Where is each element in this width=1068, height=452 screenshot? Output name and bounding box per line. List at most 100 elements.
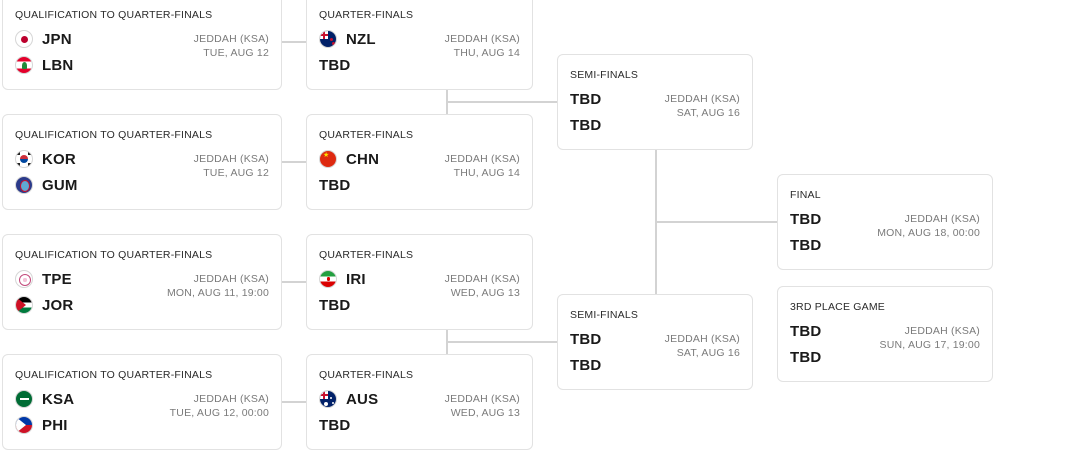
match-venue: JEDDAH (KSA) [904,325,980,337]
match-stage-label: 3RD PLACE GAME [790,301,885,313]
bracket-connector [282,161,306,163]
match-meta: JEDDAH (KSA) MON, AUG 11, 19:00 [167,272,269,300]
team-row: AUS [319,389,378,409]
team-row: TBD [790,321,821,341]
match-meta: JEDDAH (KSA) SUN, AUG 17, 19:00 [880,324,980,352]
team-row: TBD [319,175,350,195]
match-date: SUN, AUG 17, 19:00 [879,339,980,351]
team-row: PHI [15,415,68,435]
team-row: KOR [15,149,76,169]
team-code: TBD [319,176,351,194]
team-code: TBD [570,116,602,134]
match-card-qualification-1[interactable]: QUALIFICATION TO QUARTER-FINALS JPN LBN … [2,0,282,90]
match-stage-label: SEMI-FINALS [570,309,639,321]
match-date: SAT, AUG 16 [676,107,740,119]
team-row: GUM [15,175,78,195]
team-code: LBN [42,56,74,74]
match-venue: JEDDAH (KSA) [444,33,520,45]
team-row: TBD [570,329,601,349]
match-card-quarter-final-2[interactable]: QUARTER-FINALS CHN TBD JEDDAH (KSA) THU,… [306,114,533,210]
korea-flag-icon [15,150,33,168]
team-row: JPN [15,29,72,49]
team-row: TBD [790,235,821,255]
match-meta: JEDDAH (KSA) WED, AUG 13 [445,272,520,300]
team-row: LBN [15,55,73,75]
bracket-connector [282,401,306,403]
match-stage-label: QUARTER-FINALS [319,9,414,21]
team-code: JPN [42,30,72,48]
team-row: TBD [570,355,601,375]
match-card-semi-final-2[interactable]: SEMI-FINALS TBD TBD JEDDAH (KSA) SAT, AU… [557,294,753,390]
match-stage-label: QUARTER-FINALS [319,249,414,261]
match-date: THU, AUG 14 [453,47,520,59]
team-code: TBD [790,322,822,340]
jordan-flag-icon [15,296,33,314]
team-code: TBD [319,416,351,434]
match-card-quarter-final-1[interactable]: QUARTER-FINALS NZL TBD JEDDAH (KSA) THU,… [306,0,533,90]
new-zealand-flag-icon [319,30,337,48]
match-venue: JEDDAH (KSA) [193,153,269,165]
team-row: TBD [790,347,821,367]
team-code: AUS [346,390,379,408]
match-meta: JEDDAH (KSA) THU, AUG 14 [445,152,520,180]
match-meta: JEDDAH (KSA) TUE, AUG 12 [194,32,269,60]
match-meta: JEDDAH (KSA) WED, AUG 13 [445,392,520,420]
match-date: WED, AUG 13 [450,287,520,299]
match-card-qualification-3[interactable]: QUALIFICATION TO QUARTER-FINALS TPE JOR … [2,234,282,330]
match-venue: JEDDAH (KSA) [664,93,740,105]
bracket-connector [282,41,306,43]
match-date: TUE, AUG 12 [203,47,269,59]
team-row: TBD [790,209,821,229]
iran-flag-icon [319,270,337,288]
match-card-semi-final-1[interactable]: SEMI-FINALS TBD TBD JEDDAH (KSA) SAT, AU… [557,54,753,150]
match-date: SAT, AUG 16 [676,347,740,359]
match-card-qualification-4[interactable]: QUALIFICATION TO QUARTER-FINALS KSA PHI … [2,354,282,450]
match-stage-label: QUALIFICATION TO QUARTER-FINALS [15,249,213,261]
match-stage-label: QUARTER-FINALS [319,369,414,381]
match-stage-label: QUALIFICATION TO QUARTER-FINALS [15,9,213,21]
match-venue: JEDDAH (KSA) [444,153,520,165]
match-venue: JEDDAH (KSA) [904,213,980,225]
match-card-quarter-final-3[interactable]: QUARTER-FINALS IRI TBD JEDDAH (KSA) WED,… [306,234,533,330]
team-row: TBD [319,295,350,315]
chinese-taipei-flag-icon [15,270,33,288]
saudi-arabia-flag-icon [15,390,33,408]
japan-flag-icon [15,30,33,48]
team-code: KOR [42,150,76,168]
match-meta: JEDDAH (KSA) MON, AUG 18, 00:00 [877,212,980,240]
team-row: TBD [319,55,350,75]
match-date: TUE, AUG 12, 00:00 [169,407,269,419]
team-code: NZL [346,30,376,48]
match-card-qualification-2[interactable]: QUALIFICATION TO QUARTER-FINALS KOR GUM … [2,114,282,210]
match-date: WED, AUG 13 [450,407,520,419]
match-meta: JEDDAH (KSA) SAT, AUG 16 [665,332,740,360]
china-flag-icon [319,150,337,168]
team-code: JOR [42,296,74,314]
match-date: TUE, AUG 12 [203,167,269,179]
team-row: TBD [570,115,601,135]
match-meta: JEDDAH (KSA) SAT, AUG 16 [665,92,740,120]
team-row: TBD [319,415,350,435]
match-venue: JEDDAH (KSA) [193,393,269,405]
team-row: KSA [15,389,74,409]
team-code: TBD [790,348,822,366]
match-date: THU, AUG 14 [453,167,520,179]
match-venue: JEDDAH (KSA) [193,33,269,45]
team-code: CHN [346,150,380,168]
team-row: TBD [570,89,601,109]
team-row: IRI [319,269,366,289]
match-card-third-place[interactable]: 3RD PLACE GAME TBD TBD JEDDAH (KSA) SUN,… [777,286,993,382]
guam-flag-icon [15,176,33,194]
match-card-quarter-final-4[interactable]: QUARTER-FINALS AUS TBD JEDDAH (KSA) WED,… [306,354,533,450]
team-code: TBD [570,330,602,348]
team-row: TPE [15,269,72,289]
match-venue: JEDDAH (KSA) [193,273,269,285]
match-stage-label: QUALIFICATION TO QUARTER-FINALS [15,369,213,381]
team-row: NZL [319,29,376,49]
team-code: TBD [319,56,351,74]
match-card-final[interactable]: FINAL TBD TBD JEDDAH (KSA) MON, AUG 18, … [777,174,993,270]
bracket-connector [282,281,306,283]
team-code: KSA [42,390,75,408]
team-code: TBD [790,236,822,254]
team-code: TBD [790,210,822,228]
